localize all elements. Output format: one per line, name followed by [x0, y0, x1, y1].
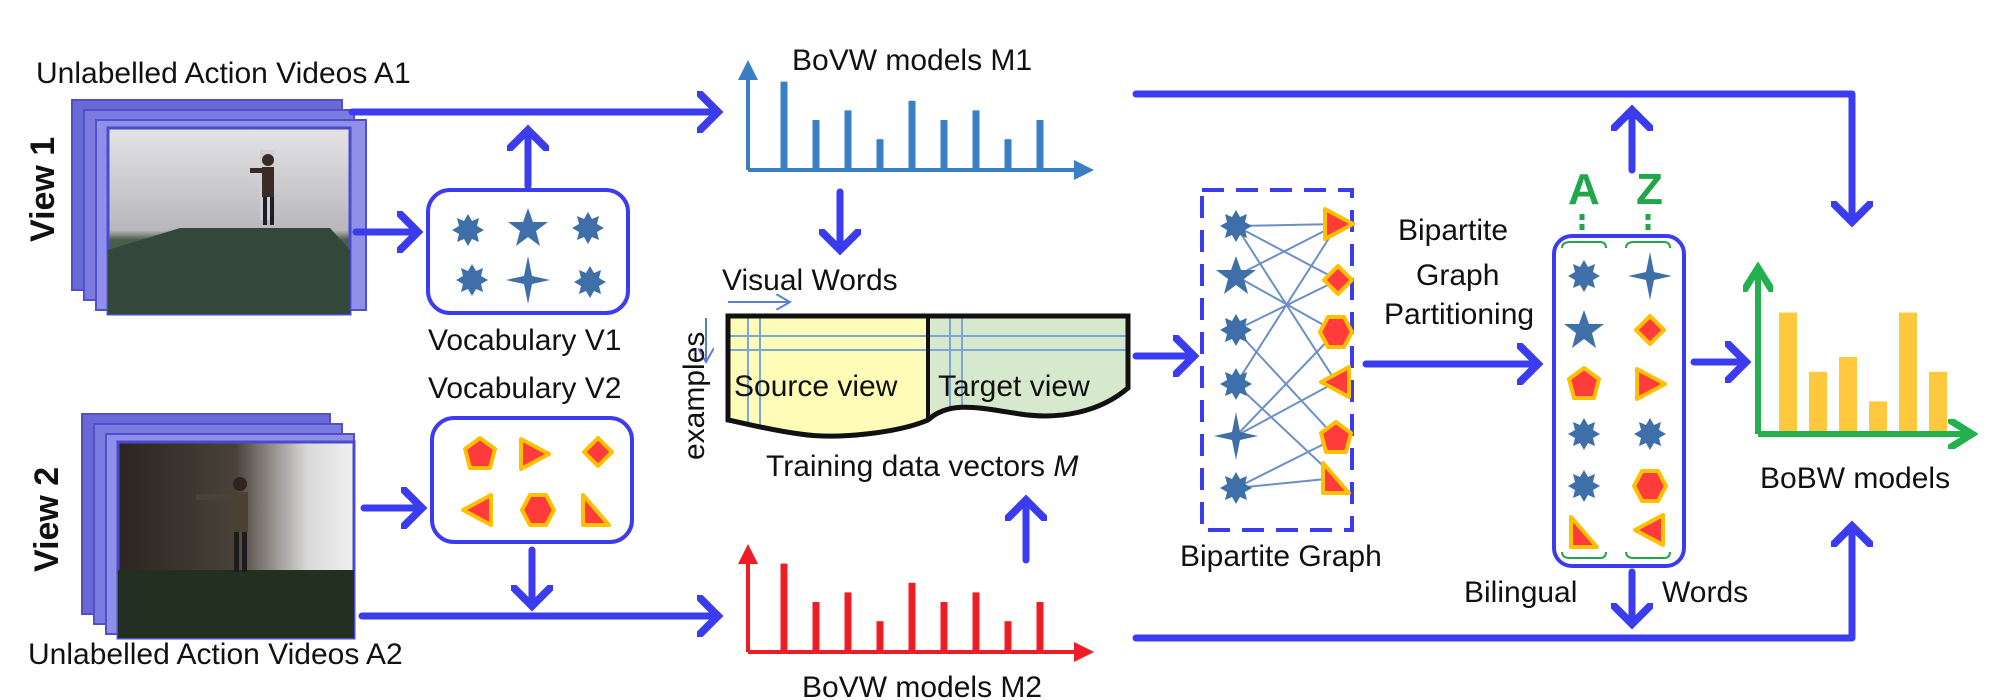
target-view-region — [928, 316, 1128, 420]
bovw-m1-bar — [908, 100, 916, 168]
partitioning-label-line1: Bipartite — [1398, 214, 1508, 247]
bovw-m2-bar — [972, 592, 980, 650]
bovw-m2-bar — [908, 582, 916, 650]
bilingual-words-box: A Z — [1552, 165, 1686, 568]
view1-video-stack — [71, 99, 367, 316]
flow-arrows — [348, 90, 1852, 642]
bovw-m1-bar — [844, 110, 852, 168]
bipartite-graph — [1200, 188, 1355, 532]
view2-video-stack — [81, 413, 356, 640]
bovw-m2-bar — [1036, 602, 1044, 650]
bipartite-graph-border — [1200, 188, 1354, 532]
bovw-m2-chart — [738, 544, 1094, 662]
person-silhouette — [196, 477, 248, 572]
bobw-chart — [1758, 274, 1966, 434]
bovw-m1-bar — [1004, 139, 1012, 168]
bovw-m2-bar — [780, 563, 788, 650]
bobw-bar — [1809, 371, 1827, 431]
view1-label: View 1 — [24, 137, 62, 242]
triangle-left-icon — [1319, 365, 1351, 399]
bovw-m2-bar — [844, 592, 852, 650]
bovw-m2-bar — [1004, 621, 1012, 650]
arrow-m1-to-bobw — [1132, 90, 1852, 222]
vocabulary-v1-box — [426, 188, 630, 315]
diamond-icon — [1322, 264, 1354, 296]
vocabulary-v2-label: Vocabulary V2 — [428, 372, 621, 405]
bovw-m2-bar — [876, 621, 884, 650]
target-view-label: Target view — [938, 370, 1090, 403]
training-data-panel — [725, 313, 1131, 439]
partitioning-label-line3: Partitioning — [1384, 298, 1534, 331]
vocabulary-v1-label: Vocabulary V1 — [428, 324, 621, 357]
person-silhouette — [250, 154, 274, 225]
bovw-m2-label: BoVW models M2 — [802, 671, 1042, 700]
hexagon-icon — [1632, 469, 1668, 503]
bovw-m1-label: BoVW models M1 — [792, 44, 1032, 77]
bobw-bar — [1899, 312, 1917, 431]
arrow-m2-to-bobw — [1132, 526, 1852, 642]
bovw-m1-bar — [780, 81, 788, 168]
triangle-right-icon — [1323, 207, 1355, 241]
examples-label: examples — [678, 332, 711, 460]
visual-words-label: Visual Words — [722, 264, 898, 297]
training-data-label: Training data vectors M — [766, 450, 1078, 483]
view2-video-frame — [116, 440, 356, 640]
bovw-m1-bar — [972, 110, 980, 168]
bobw-bar — [1869, 401, 1887, 431]
bovw-m2-bar — [812, 602, 820, 650]
view2-label: View 2 — [28, 467, 66, 572]
bipartite-graph-label: Bipartite Graph — [1180, 540, 1382, 573]
graph-edges — [1235, 223, 1339, 489]
bovw-m1-chart — [738, 60, 1094, 180]
bobw-bar — [1929, 371, 1947, 431]
bovw-m1-bar — [1036, 120, 1044, 168]
bovw-m1-bar — [940, 120, 948, 168]
partitioning-label-line2: Graph — [1416, 259, 1499, 292]
videos-a2-label: Unlabelled Action Videos A2 — [28, 638, 403, 671]
star-icon — [1216, 256, 1256, 294]
hexagon-icon — [1318, 315, 1354, 349]
videos-a1-label: Unlabelled Action Videos A1 — [36, 57, 411, 90]
bobw-models-label: BoBW models — [1760, 462, 1950, 495]
gear-icon — [1220, 210, 1252, 242]
letter-a: A — [1568, 165, 1600, 214]
bovw-m1-bar — [812, 120, 820, 168]
words-label: Words — [1662, 576, 1748, 609]
gear-icon — [1220, 472, 1252, 504]
bovw-m2-bar — [940, 602, 948, 650]
view1-video-frame — [106, 126, 352, 316]
source-view-region — [728, 316, 928, 437]
triangle-corner-icon — [1321, 461, 1351, 495]
bilingual-label: Bilingual — [1464, 576, 1577, 609]
source-view-label: Source view — [734, 370, 898, 403]
bobw-bar — [1839, 357, 1857, 431]
bovw-m1-bar — [876, 139, 884, 168]
letter-z: Z — [1636, 165, 1663, 214]
hexagon-icon — [520, 493, 556, 527]
vocabulary-v2-box — [430, 416, 634, 544]
bobw-bar — [1779, 312, 1797, 431]
